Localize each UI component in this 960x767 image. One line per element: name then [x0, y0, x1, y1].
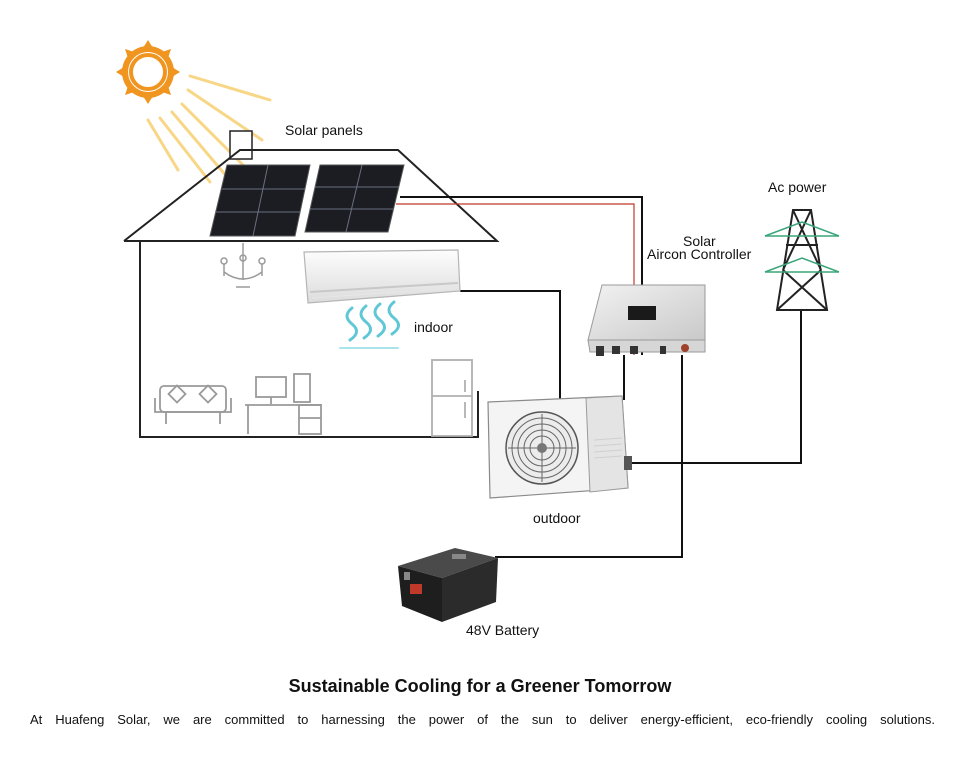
- label-outdoor: outdoor: [533, 510, 581, 526]
- airflow-icon: [339, 300, 400, 349]
- power-tower-icon: [764, 209, 840, 311]
- desk-computer-icon: [245, 373, 322, 435]
- sun-icon: [116, 40, 272, 184]
- controller-icon: [587, 284, 706, 356]
- label-indoor: indoor: [414, 319, 453, 335]
- sofa-icon: [154, 384, 232, 424]
- house-outline: [123, 149, 500, 438]
- label-controller-line2: Aircon Controller: [647, 246, 752, 262]
- outdoor-unit-icon: [487, 395, 632, 499]
- solar-panel-icon: [209, 164, 405, 237]
- page-heading: Sustainable Cooling for a Greener Tomorr…: [288, 676, 672, 696]
- page-description: At Huafeng Solar, we are committed to ha…: [30, 712, 935, 727]
- refrigerator-icon: [431, 359, 473, 437]
- chandelier-icon: [220, 243, 266, 288]
- battery-icon: [398, 548, 498, 622]
- label-battery: 48V Battery: [466, 622, 539, 638]
- air-conditioner-indoor-icon: [303, 249, 461, 304]
- chimney: [229, 130, 253, 160]
- label-solar-panels: Solar panels: [285, 122, 363, 138]
- label-controller-line1: Solar: [683, 233, 716, 249]
- label-ac-power: Ac power: [768, 179, 827, 195]
